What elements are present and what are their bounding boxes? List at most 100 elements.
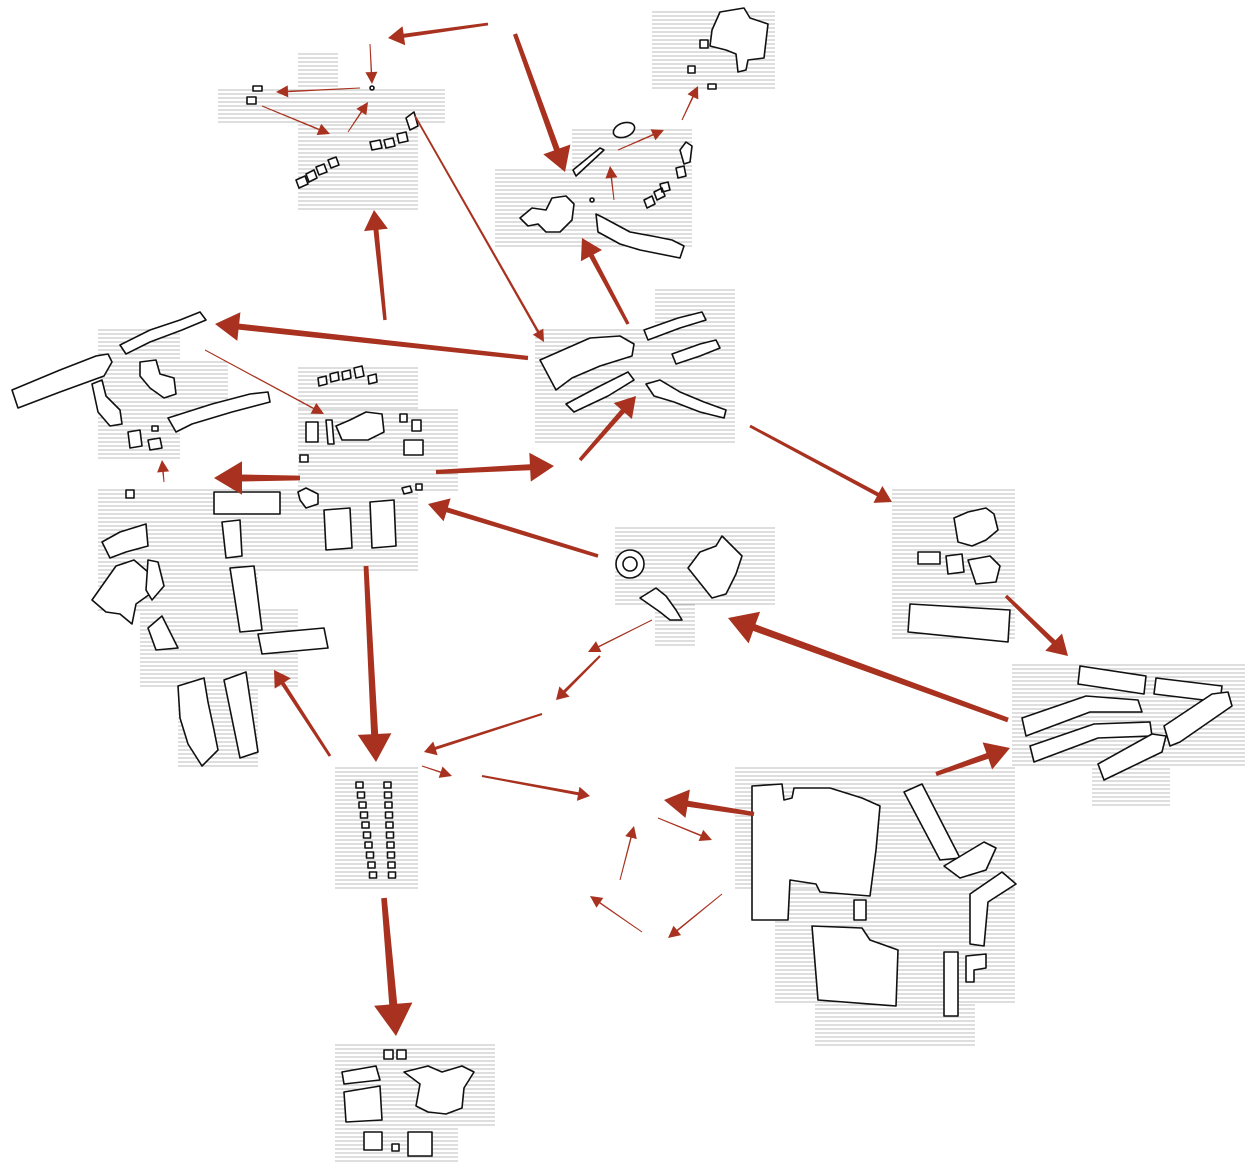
building [368, 862, 375, 868]
building [387, 832, 394, 838]
building [968, 556, 1000, 584]
building [364, 1132, 382, 1150]
building [370, 132, 408, 150]
building [92, 380, 122, 426]
building [854, 900, 866, 920]
building [102, 524, 148, 558]
flow-arrow [424, 713, 542, 755]
building [358, 792, 365, 798]
building [306, 420, 334, 444]
building [222, 520, 242, 558]
flow-arrow [348, 102, 368, 132]
building [384, 782, 391, 788]
building [364, 832, 371, 838]
building [148, 616, 178, 650]
building [120, 312, 206, 354]
flow-arrow [422, 766, 452, 778]
building [385, 802, 392, 808]
cluster-south-east [752, 784, 1016, 1016]
building [300, 455, 308, 462]
flow-arrow [414, 116, 544, 342]
building [700, 40, 708, 48]
building [946, 554, 964, 574]
building [362, 822, 369, 828]
building [247, 97, 256, 104]
cluster-south-west [92, 492, 328, 766]
building [408, 1132, 432, 1156]
building [367, 852, 374, 858]
building [404, 440, 423, 455]
building [918, 552, 940, 564]
flow-arrow [556, 655, 601, 700]
flow-arrow [749, 425, 892, 503]
building [970, 872, 1016, 946]
flow-arrow [276, 85, 360, 97]
building [708, 84, 716, 89]
building [384, 1050, 393, 1059]
cluster-middle [616, 536, 742, 620]
flow-arrow [605, 166, 617, 200]
building [370, 872, 377, 878]
building [370, 86, 374, 90]
building [688, 66, 695, 73]
flow-arrow [935, 742, 1010, 776]
building [258, 628, 328, 654]
flow-arrow [374, 898, 412, 1036]
building [944, 952, 958, 1016]
cluster-far-east [1022, 666, 1232, 780]
building [385, 792, 392, 798]
flow-arrow [682, 86, 699, 120]
flow-arrow [428, 498, 599, 557]
building [298, 488, 318, 508]
building [710, 8, 768, 72]
flow-arrow [364, 210, 388, 320]
cluster-bottom [342, 1050, 474, 1156]
building [344, 1086, 382, 1122]
flow-arrow [365, 44, 377, 84]
flow-arrow [513, 33, 570, 172]
building [904, 784, 960, 860]
flow-arrow [388, 23, 488, 46]
flow-arrow [482, 775, 590, 801]
building [397, 1050, 406, 1059]
building [388, 862, 395, 868]
flow-arrow [588, 620, 652, 653]
building [672, 340, 720, 364]
building [370, 500, 396, 548]
building [128, 430, 162, 450]
building [178, 678, 218, 766]
building [224, 672, 258, 758]
building [336, 412, 384, 440]
flow-arrow [620, 826, 637, 880]
site-hatching [98, 12, 1245, 1161]
building [406, 112, 418, 130]
building [365, 842, 372, 848]
flow-arrow [668, 894, 722, 938]
building [386, 812, 393, 818]
building [389, 872, 396, 878]
flow-arrow [590, 896, 642, 932]
building [611, 120, 636, 141]
building [908, 604, 1010, 642]
building [400, 414, 407, 422]
building [324, 508, 352, 550]
building [688, 536, 742, 598]
flow-arrow [157, 460, 169, 482]
building [359, 802, 366, 808]
building [214, 492, 280, 514]
building [152, 426, 158, 431]
cluster-north-east [520, 8, 768, 258]
building [404, 1066, 474, 1114]
building [126, 490, 134, 498]
building [412, 420, 421, 431]
flow-arrow [274, 670, 331, 757]
building [392, 1144, 399, 1151]
building [386, 822, 393, 828]
building [356, 782, 363, 788]
building [387, 842, 394, 848]
building [590, 198, 594, 202]
building [388, 852, 395, 858]
cluster-east [908, 508, 1010, 642]
flow-arrow [658, 818, 712, 842]
